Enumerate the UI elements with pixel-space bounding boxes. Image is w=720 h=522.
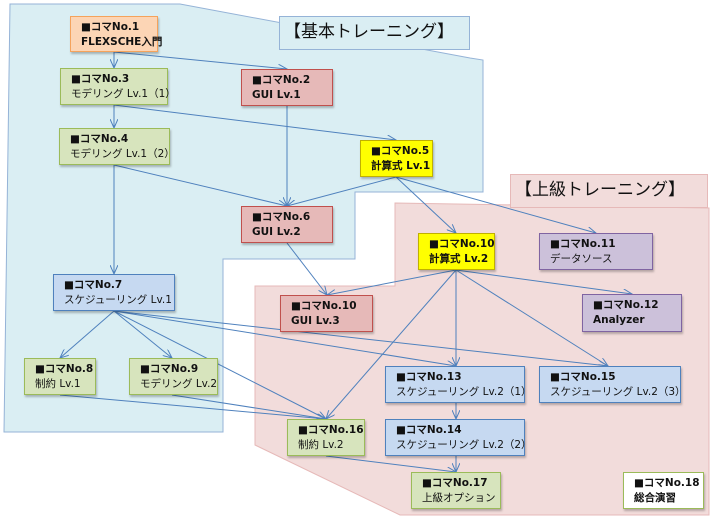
node-number: ■コマNo.16 — [298, 424, 364, 436]
node-koma-4[interactable]: ■コマNo.4 モデリング Lv.1（2） — [59, 128, 175, 165]
node-topic: GUI Lv.2 — [252, 226, 301, 238]
node-topic: モデリング Lv.2 — [140, 378, 218, 390]
node-koma-7[interactable]: ■コマNo.7 スケジューリング Lv.1 — [53, 274, 175, 311]
node-koma-9[interactable]: ■コマNo.9 モデリング Lv.2 — [129, 358, 218, 395]
node-number: ■コマNo.17 — [422, 477, 488, 489]
node-number: ■コマNo.9 — [140, 363, 199, 375]
edge-n7-to-n9 — [113, 310, 172, 358]
edge-n4-to-n6 — [113, 164, 287, 206]
node-topic: 計算式 Lv.2 — [429, 253, 489, 265]
edge-n1-to-n2 — [113, 51, 287, 69]
node-topic: スケジューリング Lv.2（2） — [396, 439, 532, 451]
node-number: ■コマNo.12 — [593, 299, 659, 311]
edge-n7-to-n16 — [113, 310, 326, 419]
node-koma-12[interactable]: ■コマNo.12 Analyzer — [582, 294, 682, 332]
node-koma-15[interactable]: ■コマNo.15 スケジューリング Lv.2（3） — [539, 366, 686, 403]
edge-n6-to-n10a — [286, 242, 327, 295]
node-number: ■コマNo.13 — [396, 371, 462, 383]
node-number: ■コマNo.10 — [291, 300, 357, 312]
node-topic: スケジューリング Lv.2（3） — [550, 386, 686, 398]
node-topic: 計算式 Lv.1 — [371, 160, 431, 172]
node-number: ■コマNo.10 — [429, 238, 495, 250]
node-topic: GUI Lv.3 — [291, 315, 340, 327]
node-topic: 制約 Lv.2 — [298, 439, 344, 451]
node-koma-14[interactable]: ■コマNo.14 スケジューリング Lv.2（2） — [385, 419, 532, 456]
node-koma-18[interactable]: ■コマNo.18 総合演習 — [623, 472, 704, 509]
basic-training-title: 【基本トレーニング】 — [279, 16, 470, 50]
node-number: ■コマNo.5 — [371, 145, 430, 157]
edge-n9-to-n16 — [171, 394, 326, 419]
node-number: ■コマNo.2 — [252, 74, 311, 86]
node-koma-13[interactable]: ■コマNo.13 スケジューリング Lv.2（1） — [385, 366, 532, 403]
edge-n16-to-n17 — [325, 455, 456, 472]
edge-n10b-to-n12 — [455, 269, 632, 294]
edge-n10b-to-n16 — [326, 269, 457, 419]
node-koma-11[interactable]: ■コマNo.11 データソース — [539, 233, 653, 270]
node-number: ■コマNo.7 — [64, 279, 123, 291]
node-number: ■コマNo.18 — [634, 477, 700, 489]
node-koma-16[interactable]: ■コマNo.16 制約 Lv.2 — [287, 419, 365, 456]
node-topic: FLEXSCHE入門 — [81, 36, 163, 48]
node-topic: スケジューリング Lv.1 — [64, 294, 172, 306]
node-koma-2[interactable]: ■コマNo.2 GUI Lv.1 — [241, 69, 333, 106]
node-koma-8[interactable]: ■コマNo.8 制約 Lv.1 — [24, 358, 96, 395]
node-number: ■コマNo.1 — [81, 21, 140, 33]
node-koma-1[interactable]: ■コマNo.1 FLEXSCHE入門 — [70, 16, 163, 52]
edge-n3-to-n5 — [113, 104, 396, 140]
edge-n5-to-n11 — [395, 176, 596, 233]
node-koma-3[interactable]: ■コマNo.3 モデリング Lv.1（1） — [60, 68, 176, 105]
node-topic: スケジューリング Lv.2（1） — [396, 386, 532, 398]
edge-n10b-to-n10a — [327, 269, 457, 295]
node-number: ■コマNo.14 — [396, 424, 462, 436]
node-topic: モデリング Lv.1（1） — [71, 88, 176, 100]
node-koma-5[interactable]: ■コマNo.5 計算式 Lv.1 — [360, 140, 433, 177]
edge-n7-to-n8 — [60, 310, 115, 358]
node-number: ■コマNo.6 — [252, 211, 311, 223]
node-number: ■コマNo.8 — [35, 363, 94, 375]
node-koma-10-keisan[interactable]: ■コマNo.10 計算式 Lv.2 — [418, 233, 495, 270]
node-koma-6[interactable]: ■コマNo.6 GUI Lv.2 — [241, 206, 333, 243]
node-number: ■コマNo.3 — [71, 73, 130, 85]
node-topic: Analyzer — [593, 314, 645, 326]
node-number: ■コマNo.4 — [70, 133, 129, 145]
node-topic: 制約 Lv.1 — [35, 378, 81, 390]
node-koma-10-gui[interactable]: ■コマNo.10 GUI Lv.3 — [280, 295, 373, 332]
node-topic: 総合演習 — [634, 492, 676, 504]
edge-n8-to-n16 — [59, 394, 326, 419]
node-number: ■コマNo.15 — [550, 371, 616, 383]
edge-n7-to-n13 — [113, 310, 456, 366]
node-topic: データソース — [550, 253, 613, 265]
edge-n5-to-n6 — [287, 176, 397, 206]
node-topic: 上級オプション — [422, 492, 496, 504]
edge-n7-to-n15 — [113, 310, 608, 366]
node-topic: GUI Lv.1 — [252, 89, 301, 101]
edge-n10b-to-n15 — [455, 269, 608, 366]
node-topic: モデリング Lv.1（2） — [70, 148, 175, 160]
edge-n5-to-n10b — [395, 176, 456, 233]
advanced-training-title: 【上級トレーニング】 — [510, 174, 708, 208]
node-number: ■コマNo.11 — [550, 238, 616, 250]
node-koma-17[interactable]: ■コマNo.17 上級オプション — [411, 472, 501, 509]
